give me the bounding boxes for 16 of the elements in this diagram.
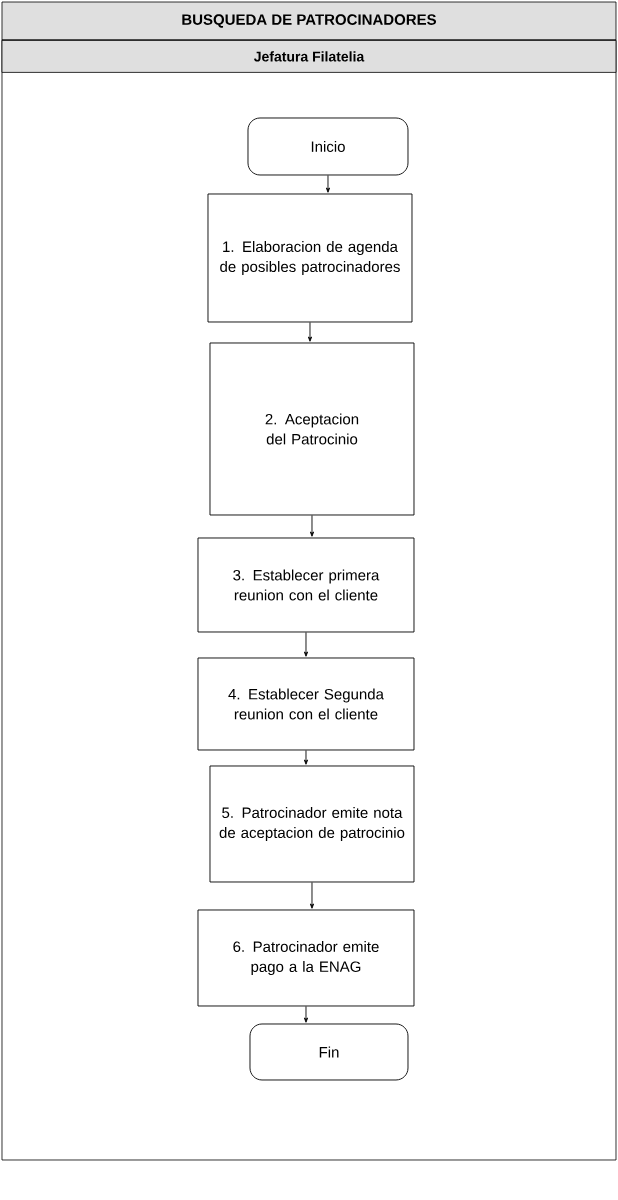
arrow — [325, 175, 331, 193]
arrow — [309, 515, 315, 537]
process-box: 1. Elaboracion de agenda de posibles patrocinadores — [207, 193, 413, 323]
arrow — [307, 322, 313, 342]
process-box: 5. Patrocinador emite nota de aceptacion de patrocinio — [209, 765, 415, 883]
terminal-box: Fin — [249, 1023, 409, 1081]
arrow — [309, 882, 315, 909]
arrow — [303, 632, 309, 657]
title-band: BUSQUEDA DE PATROCINADORES — [1, 1, 617, 41]
process-box: 3. Establecer primera reunion con el cliente — [197, 537, 415, 633]
process-box: 4. Establecer Segunda reunion con el cliente — [197, 657, 415, 751]
terminal-box: Inicio — [247, 117, 409, 176]
arrow — [303, 750, 309, 765]
arrow — [303, 1006, 309, 1023]
process-box: 6. Patrocinador emite pago a la ENAG — [197, 909, 415, 1007]
process-box: 2. Aceptacion del Patrocinio — [209, 342, 415, 516]
